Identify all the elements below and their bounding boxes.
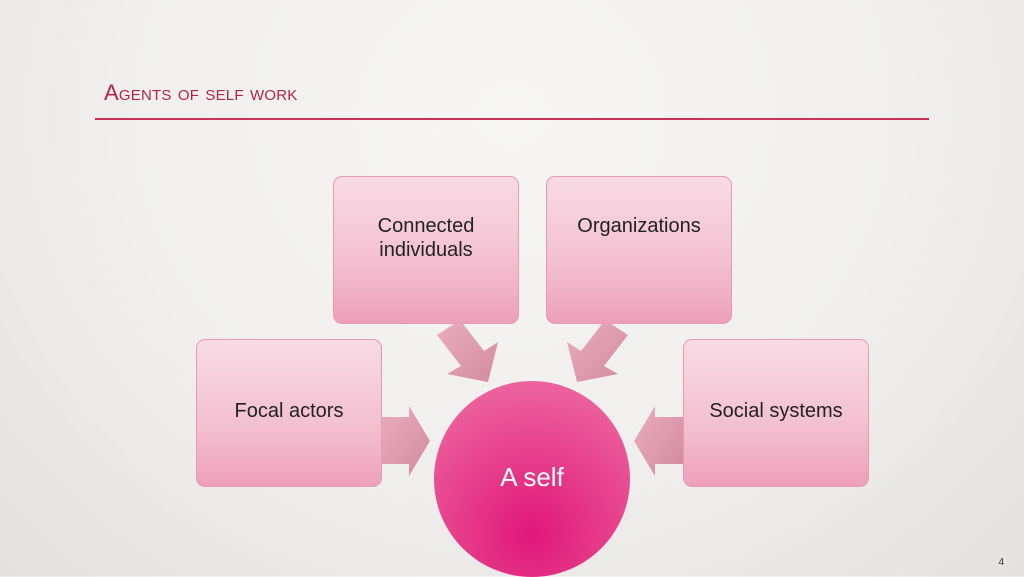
node-organizations: Organizations: [546, 176, 732, 324]
node-connected-individuals: Connected individuals: [333, 176, 519, 324]
center-node-a-self: A self: [434, 381, 630, 577]
node-social-systems: Social systems: [683, 339, 869, 487]
arrow-connected-to-self: [437, 320, 498, 382]
page-number: 4: [998, 557, 1004, 568]
arrow-organizations-to-self: [567, 320, 628, 382]
node-label: Organizations: [577, 215, 701, 237]
node-label: Social systems: [709, 400, 843, 422]
arrow-social-to-self: [634, 406, 683, 476]
node-label: Connected individuals: [377, 215, 475, 261]
arrow-focal-to-self: [381, 406, 430, 476]
slide-title: Agents of self work: [104, 80, 298, 105]
title-divider: [95, 118, 929, 120]
node-focal-actors: Focal actors: [196, 339, 382, 487]
center-node-label: A self: [500, 461, 564, 492]
node-label: Focal actors: [234, 400, 344, 422]
